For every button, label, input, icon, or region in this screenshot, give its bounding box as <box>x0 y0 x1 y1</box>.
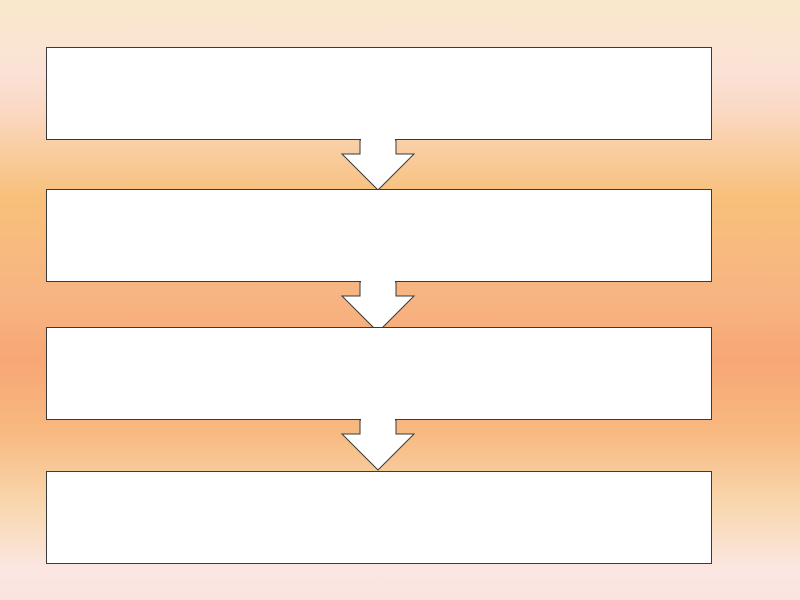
down-arrow-3-shape <box>340 419 416 471</box>
step-box-4 <box>46 471 712 564</box>
down-arrow-2 <box>340 281 416 333</box>
down-arrow-2-joint <box>361 281 395 283</box>
down-arrow-3 <box>340 419 416 471</box>
down-arrow-1-joint <box>361 139 395 141</box>
step-box-2 <box>46 189 712 282</box>
down-arrow-1-shape <box>340 139 416 191</box>
step-box-3 <box>46 327 712 420</box>
down-arrow-2-shape <box>340 281 416 333</box>
down-arrow-1 <box>340 139 416 191</box>
step-box-1 <box>46 47 712 140</box>
down-arrow-3-joint <box>361 419 395 421</box>
